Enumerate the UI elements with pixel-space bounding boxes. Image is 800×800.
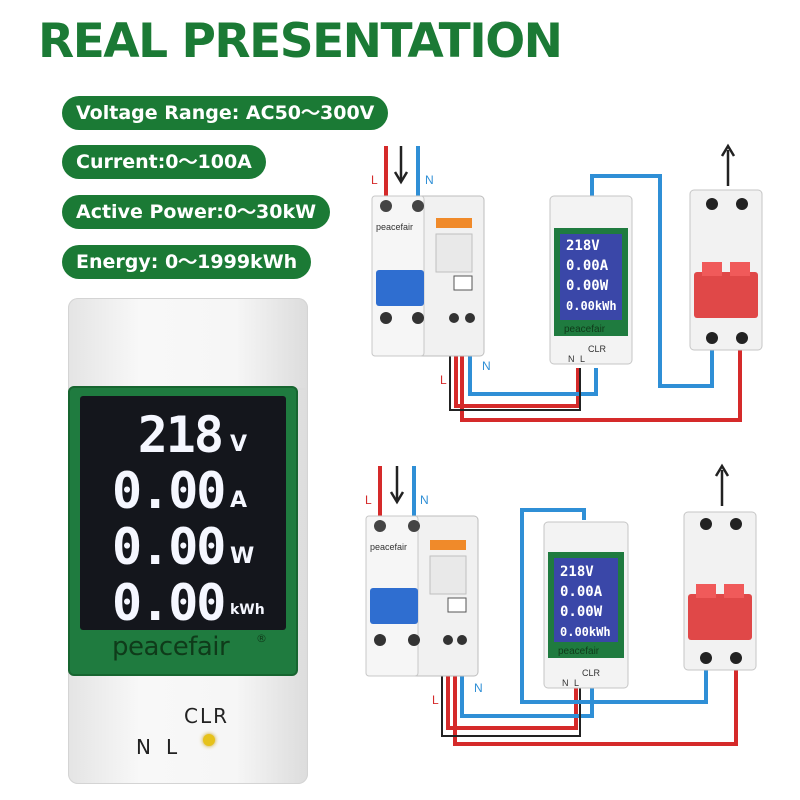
- reading-energy-unit: kWh: [230, 602, 265, 618]
- top-mini-brand: peacefair: [564, 324, 606, 335]
- bottom-out-neutral-label: N: [474, 681, 483, 695]
- top-mini-voltage: 218V: [566, 238, 600, 254]
- top-live-label: L: [371, 173, 378, 187]
- spec-active-power: Active Power:0～30kW: [62, 195, 331, 229]
- headline: REAL PRESENTATION: [38, 14, 563, 69]
- spec-energy: Energy: 0～1999kWh: [62, 245, 312, 279]
- top-mini-clr: CLR: [588, 344, 607, 354]
- bottom-mini-voltage: 218V: [560, 564, 594, 580]
- brand-registered-mark: ®: [256, 632, 267, 645]
- reading-voltage-value: 218: [137, 406, 224, 464]
- top-out-live-label: L: [440, 373, 447, 387]
- bottom-out-live-label: L: [432, 693, 439, 707]
- clr-indicator-led[interactable]: [203, 734, 215, 746]
- bottom-neutral-label: N: [420, 493, 429, 507]
- top-mini-power: 0.00W: [566, 278, 609, 294]
- diagram-bottom: [365, 463, 757, 746]
- bottom-mini-l: L: [574, 678, 579, 688]
- bottom-breaker-brand: peacefair: [370, 542, 407, 552]
- top-mini-l: L: [580, 354, 585, 364]
- spec-current: Current:0～100A: [62, 145, 266, 179]
- terminal-l-label: L: [166, 735, 178, 759]
- top-mini-current: 0.00A: [566, 258, 609, 274]
- clr-label: CLR: [184, 704, 230, 728]
- top-breaker-brand: peacefair: [376, 222, 413, 232]
- reading-power-value: 0.00: [112, 518, 226, 576]
- top-mini-energy: 0.00kWh: [566, 299, 617, 313]
- meter-lcd: [80, 396, 286, 630]
- reading-energy-value: 0.00: [112, 574, 226, 632]
- bottom-mini-power: 0.00W: [560, 604, 603, 620]
- reading-current-unit: A: [230, 488, 248, 513]
- top-mini-n: N: [568, 354, 575, 364]
- bottom-mini-n: N: [562, 678, 569, 688]
- reading-current-value: 0.00: [112, 462, 226, 520]
- bottom-live-label: L: [365, 493, 372, 507]
- top-out-neutral-label: N: [482, 359, 491, 373]
- spec-voltage-range: Voltage Range: AC50～300V: [62, 96, 389, 130]
- bottom-mini-clr: CLR: [582, 668, 601, 678]
- bottom-mini-current: 0.00A: [560, 584, 603, 600]
- diagram-top: [371, 143, 763, 422]
- bottom-mini-brand: peacefair: [558, 646, 600, 657]
- top-neutral-label: N: [425, 173, 434, 187]
- bottom-mini-energy: 0.00kWh: [560, 625, 611, 639]
- terminal-n-label: N: [136, 735, 151, 759]
- reading-power-unit: W: [230, 544, 255, 569]
- brand-logo: peacefair: [112, 632, 230, 662]
- reading-voltage-unit: V: [230, 432, 248, 457]
